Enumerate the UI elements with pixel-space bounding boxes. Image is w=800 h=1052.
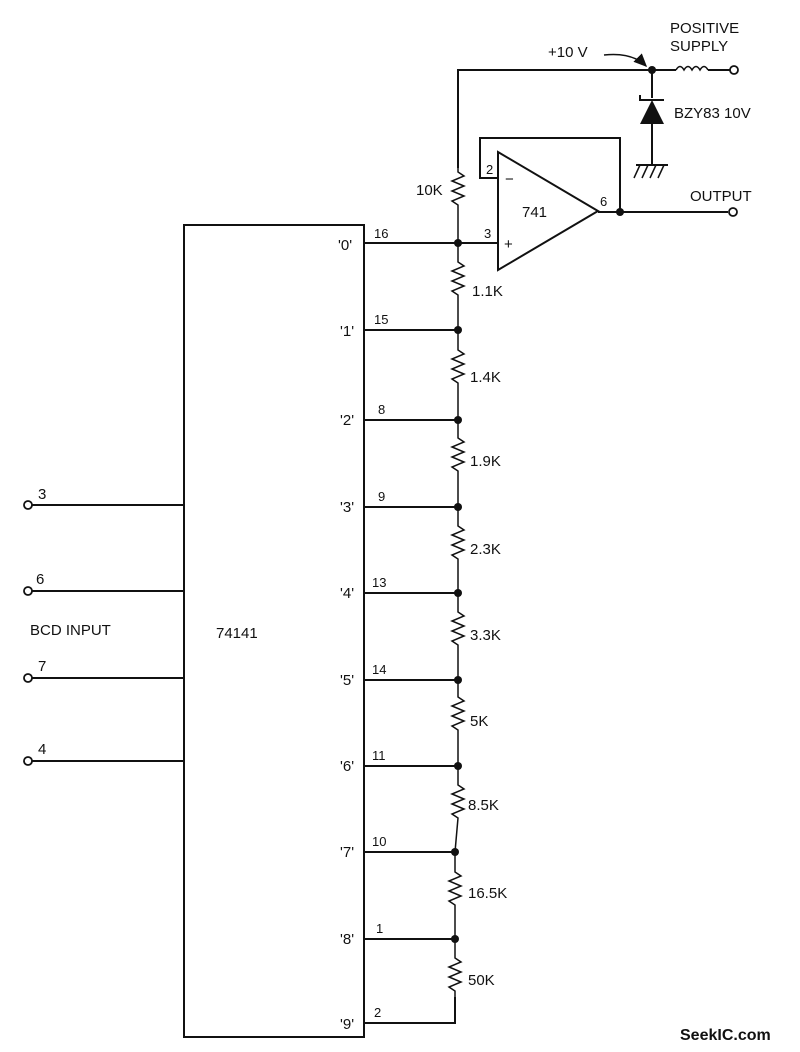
ladder-junctions — [451, 239, 462, 943]
resistor-ladder — [447, 69, 652, 997]
opamp-output-junction — [616, 208, 624, 216]
resistor-r4 — [450, 507, 466, 593]
resistor-r9 — [447, 939, 463, 997]
resistor-r5-label: 3.3K — [470, 627, 501, 644]
opamp-part-label: 741 — [522, 204, 547, 221]
opamp-feedback-wire — [479, 137, 621, 212]
decoder-output-6-pin: 11 — [372, 748, 386, 763]
supply-label-line2: SUPPLY — [670, 38, 728, 55]
opamp-pin-noninv: 3 — [484, 226, 491, 241]
bcd-input-terminal-b — [23, 586, 33, 596]
resistor-r1 — [450, 243, 466, 330]
bcd-input-pin-d: 4 — [38, 741, 46, 758]
decoder-output-8-pin: 1 — [376, 921, 383, 936]
decoder-output-2-name: '2' — [340, 412, 354, 429]
resistor-r2-label: 1.4K — [470, 369, 501, 386]
decoder-output-9-pin: 2 — [374, 1005, 381, 1020]
zener-label: BZY83 10V — [674, 105, 751, 122]
supply-voltage-arrow — [603, 53, 648, 68]
opamp-triangle — [497, 150, 600, 272]
opamp-pin-inv: 2 — [486, 162, 493, 177]
resistor-r6-label: 5K — [470, 713, 488, 730]
resistor-r5 — [450, 593, 466, 680]
decoder-output-0-pin: 16 — [374, 226, 388, 241]
resistor-r1-label: 1.1K — [472, 283, 503, 300]
resistor-top-label: 10K — [416, 182, 443, 199]
decoder-output-2-pin: 8 — [378, 402, 385, 417]
decoder-ic-body — [183, 224, 365, 1038]
decoder-output-7-name: '7' — [340, 844, 354, 861]
supply-network — [633, 65, 730, 179]
resistor-r9-label: 50K — [468, 972, 495, 989]
bcd-input-label: BCD INPUT — [30, 622, 111, 639]
opamp-plus-symbol: + — [504, 236, 513, 253]
output-terminal — [728, 207, 738, 217]
opamp-pin-out: 6 — [600, 194, 607, 209]
resistor-r7-label: 8.5K — [468, 797, 499, 814]
resistor-top — [450, 168, 466, 243]
decoder-output-8-name: '8' — [340, 931, 354, 948]
resistor-r2 — [450, 330, 466, 420]
resistor-r7 — [450, 766, 466, 853]
decoder-output-5-name: '5' — [340, 672, 354, 689]
bcd-input-terminal-c — [23, 673, 33, 683]
resistor-r3 — [450, 420, 466, 507]
supply-terminal — [729, 65, 739, 75]
decoder-output-6-name: '6' — [340, 758, 354, 775]
output-label: OUTPUT — [690, 188, 752, 205]
bcd-input-pin-a: 3 — [38, 486, 46, 503]
decoder-output-7-pin: 10 — [372, 834, 386, 849]
decoder-output-lines — [364, 242, 458, 1024]
resistor-r4-label: 2.3K — [470, 541, 501, 558]
bcd-input-terminal-d — [23, 756, 33, 766]
decoder-part-label: 74141 — [216, 625, 258, 642]
supply-label-line1: POSITIVE — [670, 20, 739, 37]
bcd-input-lines — [32, 504, 184, 762]
decoder-output-9-name: '9' — [340, 1016, 354, 1033]
decoder-output-3-name: '3' — [340, 499, 354, 516]
decoder-output-5-pin: 14 — [372, 662, 386, 677]
decoder-output-1-pin: 15 — [374, 312, 388, 327]
resistor-r8 — [447, 852, 463, 939]
resistor-r3-label: 1.9K — [470, 453, 501, 470]
opamp-minus-symbol: − — [505, 171, 514, 188]
resistor-r6 — [450, 680, 466, 766]
decoder-output-1-name: '1' — [340, 323, 354, 340]
resistor-r8-label: 16.5K — [468, 885, 507, 902]
bcd-input-pin-b: 6 — [36, 571, 44, 588]
supply-junction — [648, 66, 656, 74]
decoder-output-3-pin: 9 — [378, 489, 385, 504]
decoder-output-4-name: '4' — [340, 585, 354, 602]
bcd-input-pin-c: 7 — [38, 658, 46, 675]
supply-voltage-label: +10 V — [548, 44, 588, 61]
bcd-input-terminal-a — [23, 500, 33, 510]
decoder-output-0-name: '0' — [338, 237, 352, 254]
decoder-output-4-pin: 13 — [372, 575, 386, 590]
watermark: SeekIC.com — [680, 1027, 771, 1044]
